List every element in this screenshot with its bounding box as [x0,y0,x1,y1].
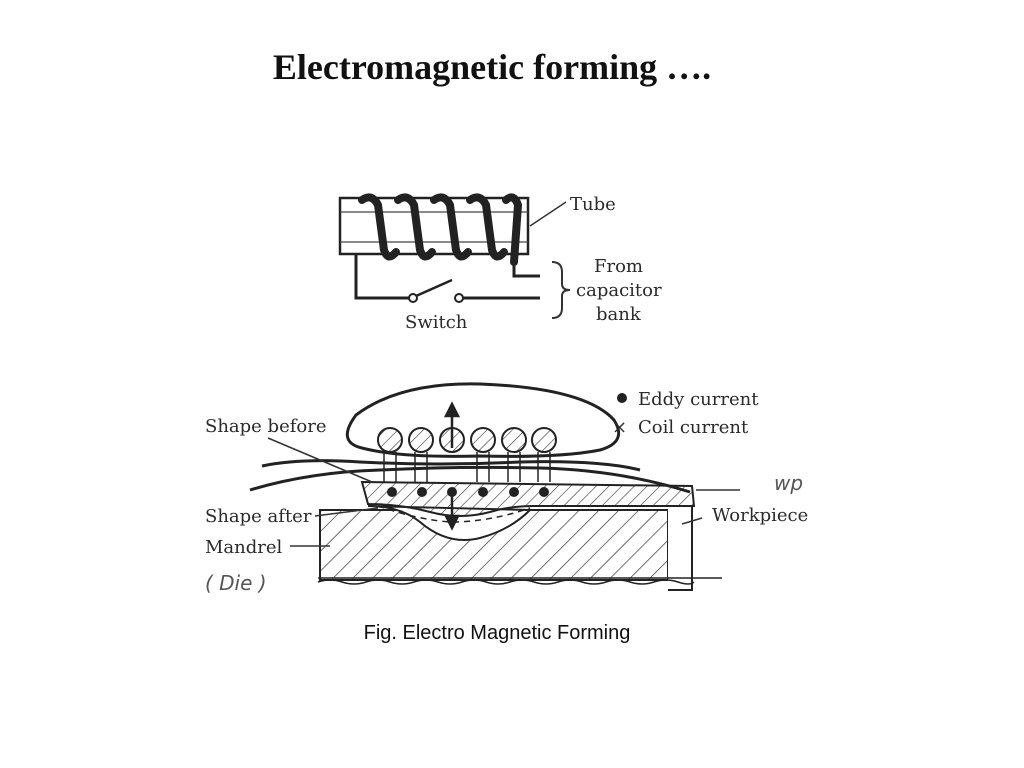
shape-before-label: Shape before [205,416,326,437]
legend-coil-current: Coil current [638,417,749,438]
legend-eddy-current: Eddy current [638,389,759,410]
workpiece-sheet [360,480,696,517]
figure-caption: Fig. Electro Magnetic Forming [363,622,631,644]
wp-note: wp [774,471,803,495]
switch-label: Switch [405,312,468,333]
eddy-legend-marker [617,393,627,403]
eddy-current-dots [387,487,549,497]
shape-after-label: Shape after [205,506,312,527]
force-arrows [443,401,461,531]
tube [338,196,530,256]
legend: Eddy current × Coil current [612,389,759,438]
tube-coil-figure: Tube Switch From capacitor bank [338,193,662,333]
flat-coil-figure: Eddy current × Coil current Shape before… [205,382,808,595]
coil-windings [358,193,523,266]
switch [408,278,464,303]
source-label-line1: From [594,256,643,277]
tube-label: Tube [570,194,616,215]
source-label-line2: capacitor [576,280,662,301]
source-label-line3: bank [596,304,642,325]
workpiece-label: Workpiece [712,505,808,526]
coil-legend-marker: × [612,417,627,438]
mandrel-label: Mandrel [205,537,283,558]
slide-title: Electromagnetic forming …. [272,47,712,87]
die-note: ( Die ) [205,571,267,595]
